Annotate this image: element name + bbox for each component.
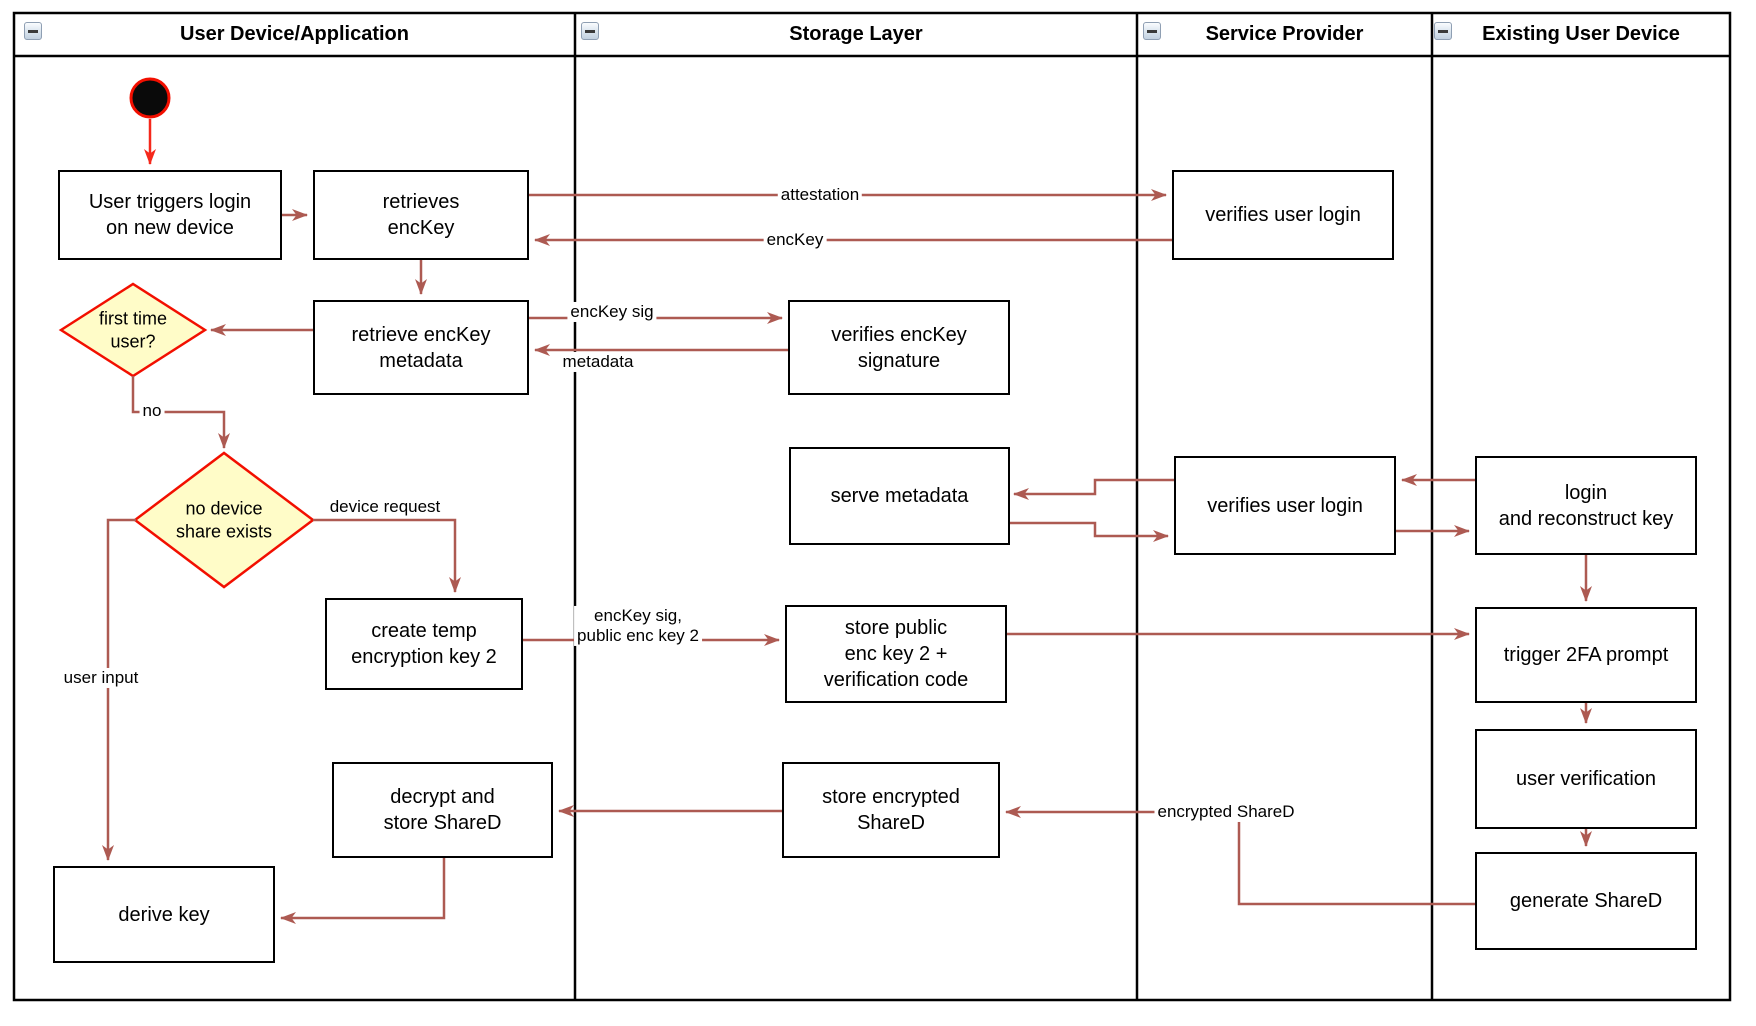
lane-title-0: User Device/Application (180, 23, 409, 45)
node-retrieve-enckey-metadata[interactable]: retrieve encKey metadata (313, 300, 529, 395)
node-login-and-reconstruct-key[interactable]: login and reconstruct key (1475, 456, 1697, 555)
node-verifies-enckey-signature[interactable]: verifies encKey signature (788, 300, 1010, 395)
collapse-minus-icon[interactable] (581, 22, 599, 40)
edge-label-enckey-sig: encKey sig (567, 301, 657, 323)
lane-title-1: Storage Layer (789, 23, 923, 45)
node-store-public-enc-key-2[interactable]: store public enc key 2 + verification co… (785, 605, 1007, 703)
edge-user-input (102, 518, 136, 861)
node-decrypt-and-store-shared[interactable]: decrypt and store ShareD (332, 762, 553, 858)
edge-generate-to-store-encrypted (1005, 806, 1475, 906)
edge-label-device-request: device request (326, 496, 444, 518)
node-user-verification[interactable]: user verification (1475, 729, 1697, 829)
node-create-temp-encryption-key-2[interactable]: create temp encryption key 2 (325, 598, 523, 690)
edge-serve-to-verifies-mid (1010, 521, 1169, 542)
start-node[interactable] (129, 77, 171, 119)
node-derive-key[interactable]: derive key (53, 866, 275, 963)
node-verifies-user-login-mid[interactable]: verifies user login (1174, 456, 1396, 555)
node-serve-metadata[interactable]: serve metadata (789, 447, 1010, 545)
edge-decrypt-to-derive-key (280, 858, 446, 924)
node-user-triggers-login[interactable]: User triggers login on new device (58, 170, 282, 260)
edge-device-request (313, 518, 461, 593)
decision-label-first-time-user: first time user? (98, 308, 167, 352)
node-verifies-user-login-top[interactable]: verifies user login (1172, 170, 1394, 260)
node-retrieves-enckey[interactable]: retrieves encKey (313, 170, 529, 260)
edge-label-no-branch: no (139, 400, 165, 422)
edge-label-generate-to-store-encrypted: encrypted ShareD (1154, 801, 1298, 823)
lane-title-3: Existing User Device (1482, 23, 1680, 45)
edge-label-user-input: user input (60, 667, 142, 689)
edge-label-enckey-sig-public-enc-key-2: encKey sig, public enc key 2 (574, 605, 702, 647)
collapse-minus-icon[interactable] (1434, 22, 1452, 40)
decision-first-time-user[interactable] (58, 282, 208, 378)
collapse-minus-icon[interactable] (1143, 22, 1161, 40)
node-trigger-2fa-prompt[interactable]: trigger 2FA prompt (1475, 607, 1697, 703)
edge-label-metadata-return: metadata (559, 351, 637, 373)
edge-label-enckey-return: encKey (763, 229, 827, 251)
edge-no-branch (131, 376, 230, 449)
decision-label-no-device-share-exists: no device share exists (175, 498, 273, 542)
edge-label-attestation: attestation (777, 184, 863, 206)
diagram-frame (12, 11, 1732, 1002)
edge-verifies-mid-to-serve (1013, 478, 1174, 500)
lane-title-2: Service Provider (1205, 23, 1364, 45)
node-generate-shared[interactable]: generate ShareD (1475, 852, 1697, 950)
collapse-minus-icon[interactable] (24, 22, 42, 40)
node-store-encrypted-shared[interactable]: store encrypted ShareD (782, 762, 1000, 858)
